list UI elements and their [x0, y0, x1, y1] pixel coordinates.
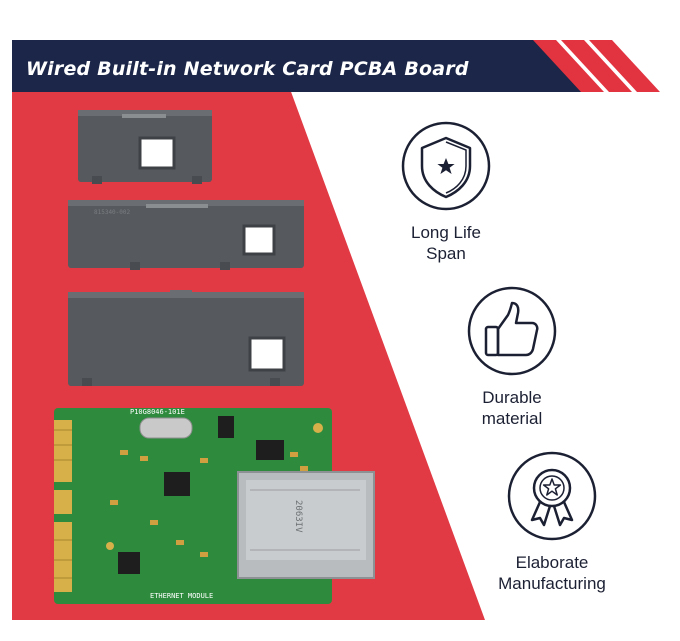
pcb-silkscreen-top: P10G8046-101E — [130, 408, 185, 416]
thumbs-up-icon — [467, 286, 557, 376]
jack-label: 2063IV — [293, 500, 303, 533]
accent-stripe-1 — [533, 40, 604, 92]
plastic-cover-medium — [68, 200, 304, 270]
plastic-cover-small — [78, 110, 212, 184]
cover-code: 815340-002 — [94, 209, 131, 216]
plastic-cover-large — [68, 290, 304, 386]
shield-star-icon — [401, 121, 491, 211]
pcb-silkscreen-bottom: ETHERNET MODULE — [150, 592, 213, 600]
page-title: Wired Built-in Network Card PCBA Board — [26, 58, 469, 80]
title-banner — [12, 40, 585, 92]
accent-stripe-2 — [561, 40, 632, 92]
pcb-board — [54, 408, 375, 604]
award-ribbon-icon — [507, 451, 597, 541]
accent-stripe-3 — [589, 40, 660, 92]
